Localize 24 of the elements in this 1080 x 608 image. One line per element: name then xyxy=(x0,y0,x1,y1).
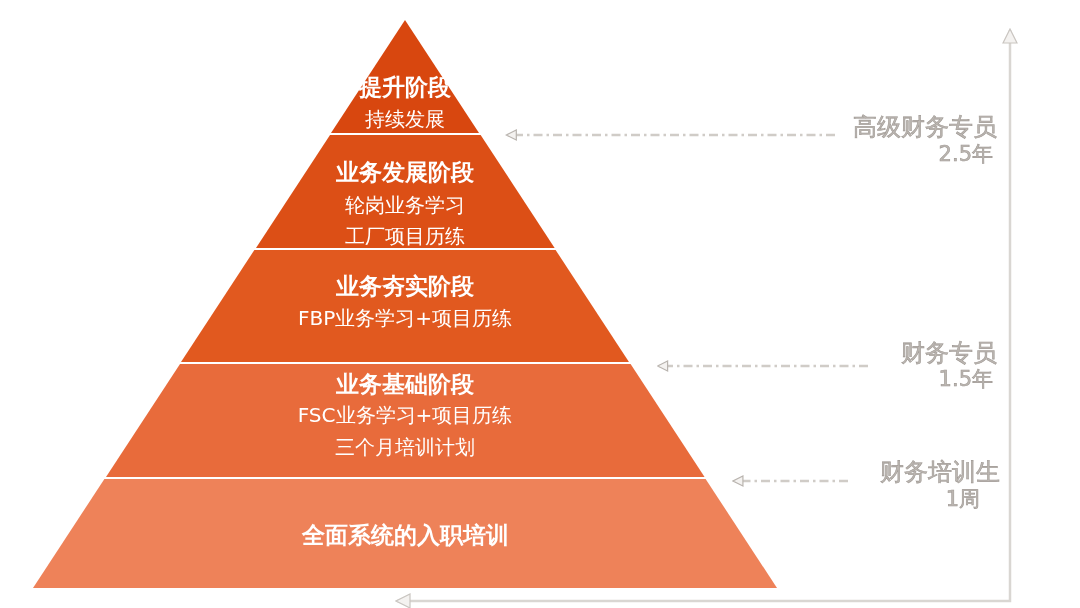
pyramid-level xyxy=(33,479,777,588)
level-text: 持续发展 xyxy=(365,107,445,131)
role-title: 财务专员 xyxy=(901,339,997,367)
level-text: 三个月培训计划 xyxy=(335,435,475,459)
level-title: 全面系统的入职培训 xyxy=(301,521,509,549)
level-text: FSC业务学习+项目历练 xyxy=(297,403,513,427)
level-title: 业务发展阶段 xyxy=(336,158,474,186)
role-title: 高级财务专员 xyxy=(853,113,997,141)
role-title: 财务培训生 xyxy=(880,458,1000,486)
level-text: FBP业务学习+项目历练 xyxy=(297,306,512,330)
duration-text: 1周 xyxy=(945,488,980,512)
duration-text: 1.5年 xyxy=(938,368,993,392)
level-title: 业务基础阶段 xyxy=(336,370,474,398)
pyramid-level xyxy=(181,250,629,362)
pyramid-level xyxy=(255,135,555,248)
pyramid-level xyxy=(331,20,479,133)
level-text: 轮岗业务学习 xyxy=(345,193,465,217)
level-text: 工厂项目历练 xyxy=(345,224,465,248)
dashed-arrow xyxy=(732,475,848,487)
dashed-arrow xyxy=(657,360,868,372)
level-title: 业务夯实阶段 xyxy=(336,272,474,300)
duration-text: 2.5年 xyxy=(938,143,993,167)
pyramid-level xyxy=(105,364,705,477)
dashed-arrow xyxy=(505,129,835,141)
